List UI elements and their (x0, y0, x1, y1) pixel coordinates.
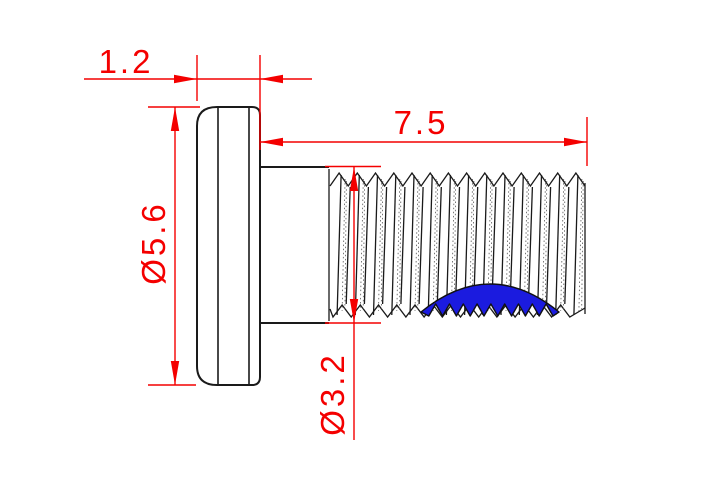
arrowhead-up-icon (170, 107, 180, 131)
arrowhead-down-icon (170, 361, 180, 385)
bolt-head (196, 106, 261, 386)
bolt-head-outline (196, 106, 261, 386)
dim-label-head-diameter: Ø5.6 (135, 201, 172, 285)
arrowhead-right-icon (174, 74, 197, 84)
arrowhead-left-icon (260, 137, 283, 147)
dim-head-thickness: 1.2 (84, 43, 312, 150)
bolt-shank (260, 166, 330, 324)
dim-shank-diameter: Ø3.2 (314, 165, 381, 440)
arrowhead-left-icon (260, 74, 283, 84)
arrowhead-up-icon (349, 167, 359, 191)
arrowhead-down-icon (349, 299, 359, 323)
thread-profile (329, 171, 586, 319)
arrowhead-right-icon (564, 137, 587, 147)
thread-highlight-patch (420, 283, 560, 317)
dim-label-head-thickness: 1.2 (99, 43, 154, 80)
dim-label-thread-length: 7.5 (394, 104, 449, 141)
dim-label-shank-diameter: Ø3.2 (314, 352, 351, 436)
dim-head-diameter: Ø5.6 (135, 106, 200, 386)
dim-thread-length: 7.5 (260, 104, 588, 166)
